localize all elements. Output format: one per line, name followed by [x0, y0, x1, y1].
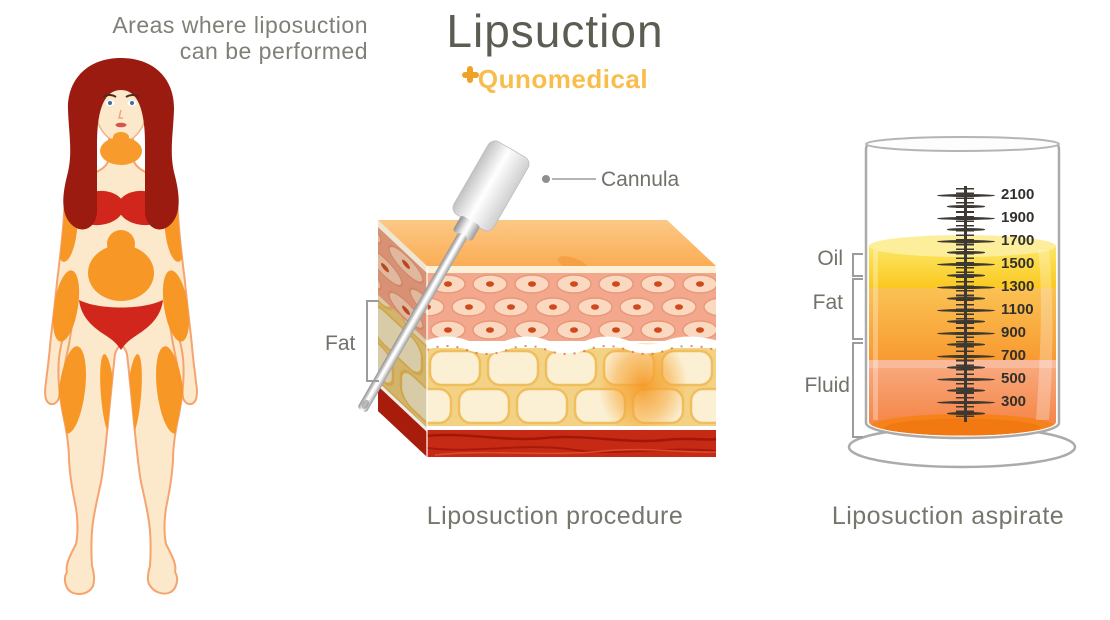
- cannula-leader-dot: [542, 175, 550, 183]
- cannula-tip-opening: [361, 399, 370, 409]
- aspirate-caption: Liposuction aspirate: [831, 502, 1065, 530]
- fluid-label: Fluid: [804, 374, 850, 397]
- fat-layer-label: Fat: [325, 332, 356, 355]
- beaker-rim: [865, 136, 1060, 152]
- scale-major-tick: [937, 331, 995, 335]
- oil-label: Oil: [817, 247, 843, 270]
- cannula: [358, 140, 530, 412]
- chin-highlight: [100, 132, 142, 165]
- scale-label: 300: [1001, 393, 1027, 410]
- scale-label: 900: [1001, 324, 1027, 341]
- areas-note: Areas where liposuction can be performed: [36, 12, 368, 64]
- beaker-scale: 2100 1900 1700 1500 1300 1100 900 700 500 300: [795, 130, 1105, 480]
- scale-major-tick: [937, 308, 995, 312]
- areas-note-line2: can be performed: [179, 38, 368, 64]
- fat-bracket: [852, 278, 863, 340]
- scale-mid-tick: [947, 343, 985, 346]
- dermis-fat-boundary: [425, 336, 718, 354]
- female-body-figure: [44, 58, 198, 595]
- scale-label: 1900: [1001, 209, 1035, 226]
- bikini-bottom: [79, 300, 163, 350]
- dermis-layer: [427, 273, 716, 341]
- brand-logo: Qunomedical: [380, 64, 730, 95]
- face-features: [102, 94, 140, 128]
- scale-mid-tick: [947, 205, 985, 208]
- brand-name: Qunomedical: [477, 64, 649, 94]
- slab-side-face: [378, 220, 427, 457]
- scale-major-tick: [937, 354, 995, 358]
- procedure-caption: Liposuction procedure: [426, 502, 684, 530]
- fat-label: Fat: [812, 291, 843, 314]
- fat-bracket: [366, 300, 379, 382]
- scale-label: 1500: [1001, 255, 1035, 272]
- medical-cross-icon: [461, 66, 479, 83]
- cannula-label: Cannula: [601, 168, 680, 191]
- scale-major-tick: [937, 285, 995, 289]
- fluid-bracket: [852, 342, 863, 438]
- slab-front-face: [425, 266, 718, 457]
- scale-mid-tick: [947, 274, 985, 277]
- scale-mid-tick: [947, 366, 985, 369]
- scale-mid-tick: [947, 251, 985, 254]
- scale-major-tick: [937, 400, 995, 404]
- slab-top-face: [378, 220, 716, 266]
- areas-note-line1: Areas where liposuction: [112, 12, 368, 38]
- oil-bracket: [852, 253, 863, 277]
- scale-label: 2100: [1001, 186, 1035, 203]
- scale-mid-tick: [947, 297, 985, 300]
- liposuction-highlight-areas: [52, 198, 190, 550]
- scale-label: 1700: [1001, 232, 1035, 249]
- aspirate-beaker-panel: 2100 1900 1700 1500 1300 1100 900 700 500 300 Oil…: [795, 130, 1105, 480]
- scale-mid-tick: [947, 228, 985, 231]
- page-title: Lipsuction: [446, 5, 664, 57]
- scale-major-tick: [937, 193, 995, 197]
- scale-major-tick: [937, 262, 995, 266]
- scale-major-tick: [937, 377, 995, 381]
- scale-major-tick: [937, 216, 995, 220]
- scale-label: 1300: [1001, 278, 1035, 295]
- scale-label: 1100: [1001, 301, 1034, 318]
- scale-label: 500: [1001, 370, 1027, 387]
- scale-stem: [963, 186, 967, 422]
- scale-mid-tick: [947, 320, 985, 323]
- suction-glow: [598, 343, 688, 429]
- epidermis-layer: [427, 266, 716, 273]
- scale-label: 700: [1001, 347, 1027, 364]
- hair: [63, 58, 179, 230]
- scale-major-tick: [937, 239, 995, 243]
- scale-mid-tick: [947, 389, 985, 392]
- scale-mid-tick: [947, 412, 985, 415]
- liposuction-procedure-diagram: Cannula Fat: [325, 140, 718, 457]
